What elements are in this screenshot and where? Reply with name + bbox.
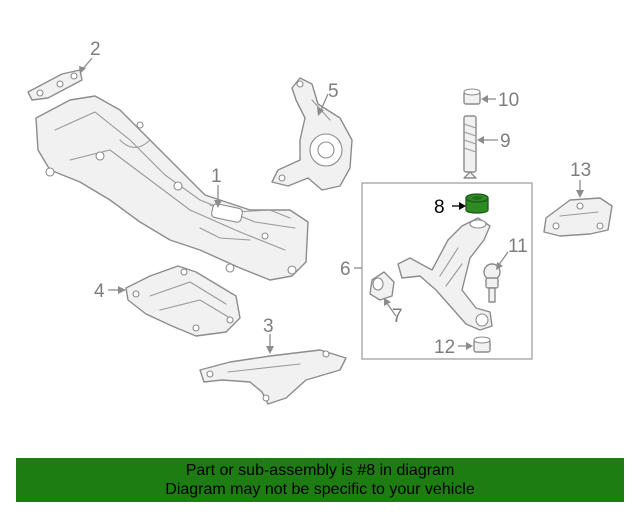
part-10-nut[interactable] (463, 88, 481, 105)
part-4-plate[interactable] (125, 265, 241, 337)
part-8-bushing[interactable] (465, 193, 489, 214)
part-1-crossmember[interactable] (35, 95, 309, 281)
callout-12: 12 (434, 337, 455, 358)
part-12-nut[interactable] (473, 336, 491, 353)
banner-line-1: Part or sub-assembly is #8 in diagram (185, 462, 455, 479)
callout-5: 5 (328, 81, 339, 102)
part-11-ball-joint[interactable] (483, 263, 501, 303)
banner-line-2: Diagram may not be specific to your vehi… (165, 481, 475, 498)
callout-1: 1 (211, 166, 222, 187)
callout-2: 2 (90, 39, 101, 60)
callout-7: 7 (392, 306, 403, 327)
callout-8: 8 (434, 197, 445, 218)
callout-9: 9 (500, 131, 511, 152)
callout-10: 10 (498, 90, 519, 111)
callout-4: 4 (94, 281, 105, 302)
callout-11: 11 (508, 236, 528, 257)
callout-3: 3 (263, 316, 274, 337)
part-7-bushing[interactable] (369, 271, 395, 301)
callout-6: 6 (340, 259, 351, 280)
part-3-support-plate[interactable] (199, 349, 347, 405)
info-banner: Part or sub-assembly is #8 in diagram Di… (16, 458, 624, 502)
part-2-bracket[interactable] (27, 69, 83, 101)
lower-arm-assembly-frame (361, 182, 533, 360)
part-13-bracket[interactable] (543, 197, 613, 237)
callout-13: 13 (570, 160, 591, 181)
part-5-knuckle[interactable] (271, 77, 353, 191)
part-6-lower-control-arm[interactable] (397, 217, 493, 331)
parts-diagram: 2 1 5 10 (27, 39, 613, 405)
part-9-bolt[interactable] (463, 115, 477, 179)
